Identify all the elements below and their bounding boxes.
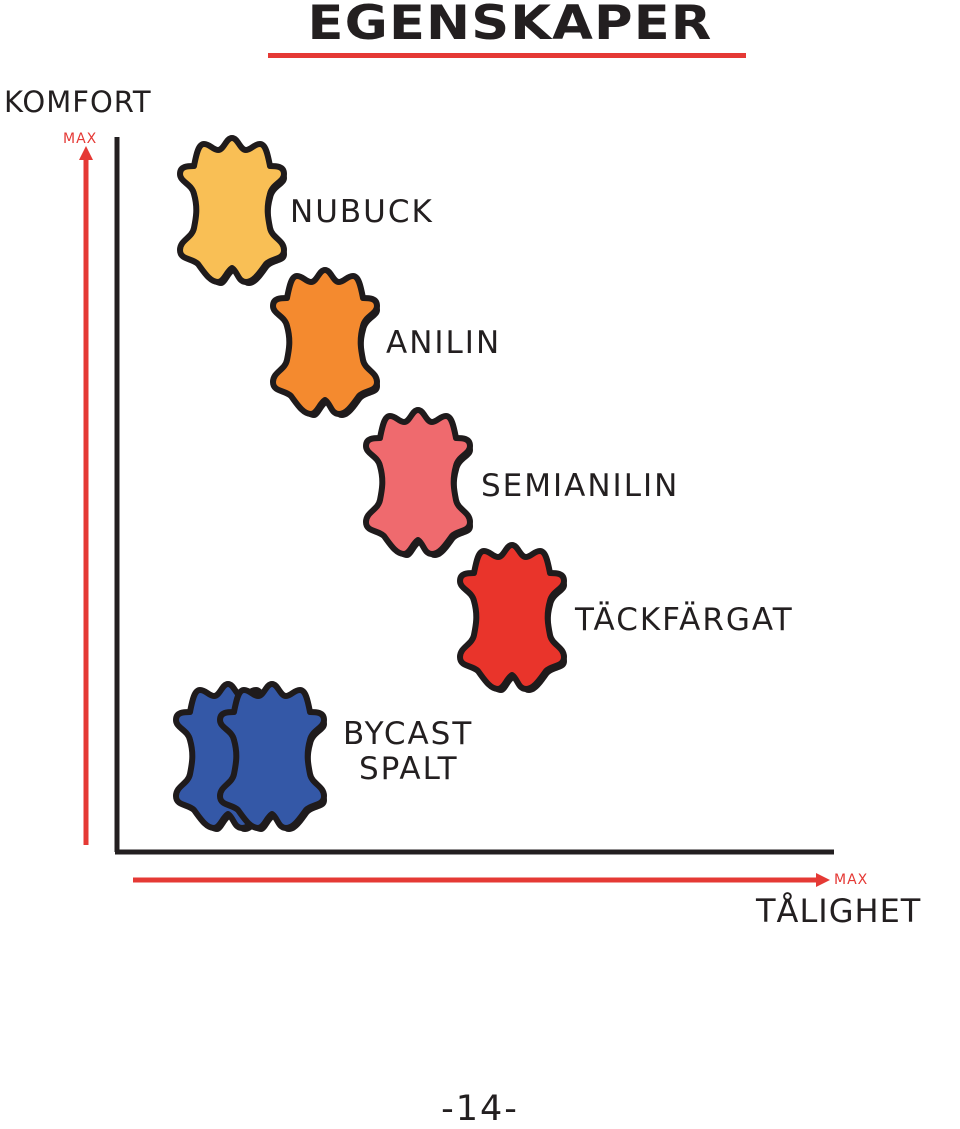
y-axis-label: KOMFORT bbox=[4, 85, 152, 119]
leather-label-semianilin: SEMIANILIN bbox=[481, 468, 680, 504]
y-axis-arrowhead bbox=[79, 146, 93, 160]
leather-label-tackfargat: TÄCKFÄRGAT bbox=[575, 602, 794, 638]
x-axis-arrowhead bbox=[816, 873, 830, 887]
page-title: EGENSKAPER bbox=[307, 0, 713, 51]
page-number: -14- bbox=[441, 1089, 519, 1129]
leather-label-nubuck: NUBUCK bbox=[290, 194, 434, 230]
x-axis-max-label: MAX bbox=[834, 872, 869, 888]
x-axis-label: TÅLIGHET bbox=[756, 892, 922, 930]
title-underline bbox=[268, 53, 746, 58]
leather-icon-tackfargat bbox=[460, 545, 567, 693]
leather-icon-bycast-spalt-front bbox=[220, 684, 327, 832]
leather-icon-anilin bbox=[273, 270, 380, 418]
leather-icon-semianilin bbox=[366, 410, 473, 558]
leather-label-anilin: ANILIN bbox=[386, 325, 502, 361]
leather-label-bycast: BYCAST bbox=[343, 716, 474, 752]
y-axis-max-label: MAX bbox=[63, 131, 98, 147]
leather-label-spalt: SPALT bbox=[359, 751, 459, 787]
leather-icon-nubuck bbox=[180, 138, 287, 286]
